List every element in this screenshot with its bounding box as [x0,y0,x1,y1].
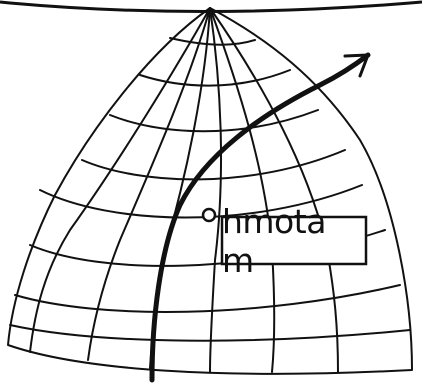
grid-line-h3 [110,110,318,131]
grid-line-h7 [15,285,400,312]
grid-line-h1 [170,38,255,45]
mass-point [203,209,215,221]
grid-line-v3 [150,8,210,368]
grid-line-v4 [210,8,221,372]
curved-grid [8,8,412,374]
mass-label: hmota m [222,217,366,264]
grid-outline [8,8,412,374]
grid-line-h2 [140,70,290,86]
mass-label-text: hmota m [222,217,366,264]
